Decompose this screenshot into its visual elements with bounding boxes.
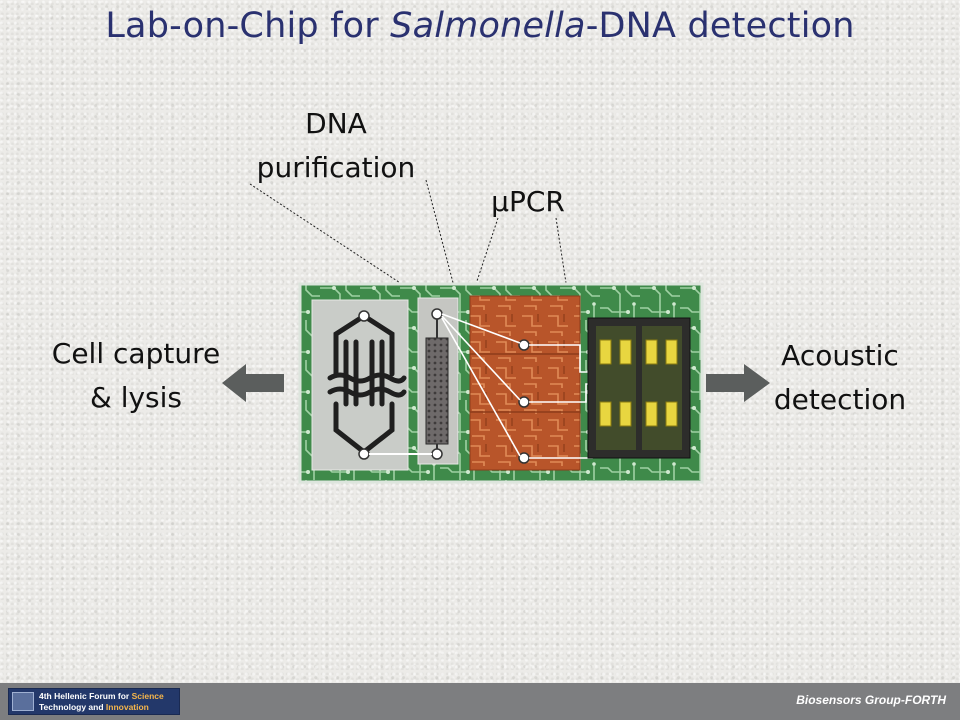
logo-line1: 4th Hellenic Forum for bbox=[39, 691, 132, 701]
arrow-left-icon bbox=[222, 364, 284, 402]
slide-footer: 4th Hellenic Forum for Science Technolog… bbox=[0, 683, 960, 720]
label-dna-line1: DNA bbox=[305, 107, 367, 140]
title-suffix: -DNA detection bbox=[585, 6, 855, 46]
label-cell-capture: Cell capture & lysis bbox=[36, 332, 236, 420]
footer-credit: Biosensors Group-FORTH bbox=[796, 693, 946, 707]
label-upcr: µPCR bbox=[491, 185, 565, 218]
forum-logo-text: 4th Hellenic Forum for Science Technolog… bbox=[39, 691, 164, 713]
label-dna-purification: DNA purification bbox=[246, 102, 426, 190]
chip-photo bbox=[298, 282, 704, 484]
label-acoustic-line1: Acoustic bbox=[781, 339, 899, 372]
logo-line2-accent: Innovation bbox=[105, 702, 149, 712]
label-acoustic-line2: detection bbox=[773, 383, 907, 416]
cell-capture-channels bbox=[327, 313, 407, 455]
logo-line2: Technology and bbox=[39, 702, 106, 712]
label-dna-line2: purification bbox=[256, 151, 416, 184]
purification-inlet-port bbox=[431, 308, 443, 320]
pcr-module bbox=[469, 295, 581, 471]
pcr-port-2 bbox=[518, 396, 530, 408]
cell-inlet-port bbox=[358, 310, 370, 322]
label-cell-line2: & lysis bbox=[89, 381, 183, 414]
label-cell-line1: Cell capture bbox=[51, 337, 221, 370]
cell-capture-module bbox=[311, 299, 409, 471]
leader-dna-2 bbox=[425, 179, 457, 295]
purification-chamber bbox=[425, 337, 449, 445]
slide-title: Lab-on-Chip for Salmonella-DNA detection bbox=[0, 6, 960, 46]
pcr-port-1 bbox=[518, 339, 530, 351]
title-prefix: Lab-on-Chip for bbox=[105, 6, 391, 46]
cell-outlet-port bbox=[358, 448, 370, 460]
label-acoustic-detection: Acoustic detection bbox=[760, 334, 920, 422]
arrow-right-icon bbox=[706, 364, 770, 402]
leader-dna-1 bbox=[249, 183, 421, 297]
forum-logo-icon bbox=[12, 692, 34, 711]
title-italic: Salmonella bbox=[390, 6, 586, 46]
purification-outlet-port bbox=[431, 448, 443, 460]
sensor-pads bbox=[599, 339, 678, 427]
forum-logo: 4th Hellenic Forum for Science Technolog… bbox=[8, 688, 180, 715]
logo-line1-accent: Science bbox=[131, 691, 164, 701]
pcr-port-3 bbox=[518, 452, 530, 464]
